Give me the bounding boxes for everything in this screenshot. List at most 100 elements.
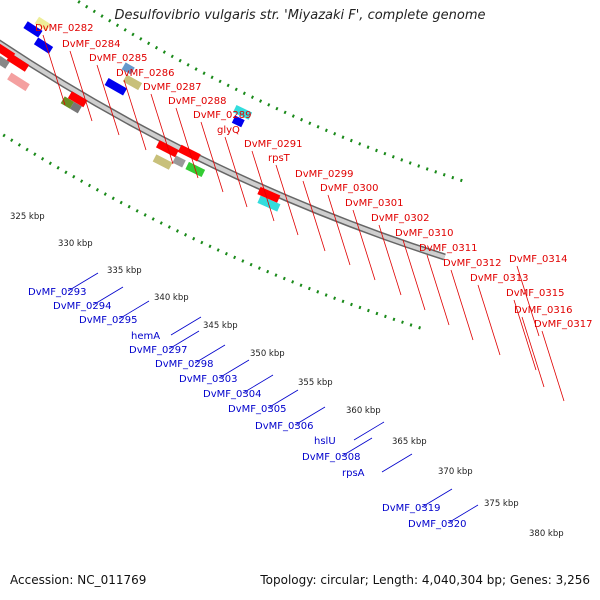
label-leader (381, 453, 413, 473)
gene-label[interactable]: DvMF_0306 (255, 421, 313, 432)
label-leaders (42, 34, 565, 524)
tick-label: 365 kbp (392, 437, 427, 447)
gene-label[interactable]: DvMF_0294 (53, 301, 111, 312)
label-leader (123, 79, 147, 151)
tick-label: 350 kbp (250, 349, 285, 359)
gene-label[interactable]: DvMF_0317 (534, 319, 592, 330)
genome-summary-text: Topology: circular; Length: 4,040,304 bp… (260, 573, 590, 587)
tick-label: 360 kbp (346, 406, 381, 416)
forward-gene-block (155, 140, 179, 158)
label-leader (242, 374, 274, 394)
label-leader (251, 150, 275, 222)
tick-label: 340 kbp (154, 293, 189, 303)
forward-gene-block (67, 91, 88, 108)
label-leader (170, 316, 202, 336)
label-leader (92, 286, 124, 306)
gene-label[interactable]: rpsT (268, 153, 291, 164)
gene-label[interactable]: rpsA (342, 468, 365, 479)
gene-label[interactable]: DvMF_0301 (345, 198, 403, 209)
label-leader (516, 265, 540, 337)
forward-gene-block (177, 144, 201, 162)
label-leader (267, 389, 299, 409)
label-leader (67, 272, 99, 292)
gene-label[interactable]: DvMF_0291 (244, 139, 302, 150)
gene-label[interactable]: hemA (131, 331, 160, 342)
gene-label[interactable]: DvMF_0297 (129, 345, 187, 356)
label-leader (513, 299, 537, 371)
reverse-gene-block (122, 74, 143, 91)
tick-label: 330 kbp (58, 239, 93, 249)
label-leader (378, 224, 402, 296)
gene-label[interactable]: DvMF_0300 (320, 183, 378, 194)
gene-label[interactable]: DvMF_0287 (143, 82, 201, 93)
gene-label[interactable]: DvMF_0298 (155, 359, 213, 370)
gene-label[interactable]: DvMF_0320 (408, 519, 466, 530)
label-leader (426, 254, 450, 326)
label-leader (341, 437, 373, 457)
dotted-rings (0, 0, 469, 330)
label-leader (541, 330, 565, 402)
label-leader (175, 107, 199, 179)
label-leader (200, 121, 224, 193)
label-leader (521, 316, 545, 388)
tick-label: 335 kbp (107, 266, 142, 276)
forward-gene-block (6, 53, 30, 72)
map-title: Desulfovibrio vulgaris str. 'Miyazaki F'… (114, 8, 486, 23)
tick-label: 355 kbp (298, 378, 333, 388)
gene-label[interactable]: DvMF_0282 (35, 23, 93, 34)
gene-label[interactable]: DvMF_0312 (443, 258, 501, 269)
forward-gene-block (0, 56, 10, 69)
gene-label[interactable]: DvMF_0314 (509, 254, 567, 265)
gene-label[interactable]: DvMF_0304 (203, 389, 261, 400)
forward-gene-block (152, 154, 173, 170)
gene-label[interactable]: DvMF_0284 (62, 39, 120, 50)
label-leader (294, 406, 326, 426)
gene-label[interactable]: DvMF_0303 (179, 374, 237, 385)
label-leader (150, 93, 174, 165)
label-leader (402, 239, 426, 311)
gene-label[interactable]: DvMF_0293 (28, 287, 86, 298)
gene-label[interactable]: DvMF_0289 (193, 110, 251, 121)
gene-label[interactable]: DvMF_0316 (514, 305, 572, 316)
label-leader (218, 359, 250, 379)
forward-gene-block (257, 186, 281, 203)
label-leader (450, 269, 474, 341)
genome-backbone (0, 39, 446, 261)
gene-label[interactable]: DvMF_0313 (470, 273, 528, 284)
gene-label[interactable]: glyQ (217, 125, 240, 136)
gene-label[interactable]: DvMF_0299 (295, 169, 353, 180)
label-leader (327, 194, 351, 266)
gene-label[interactable]: DvMF_0305 (228, 404, 286, 415)
gene-label[interactable]: hslU (314, 436, 336, 447)
label-leader (96, 64, 120, 136)
gene-label[interactable]: DvMF_0315 (506, 288, 564, 299)
forward-gene-block (69, 101, 82, 114)
reverse-gene-block (233, 105, 253, 120)
forward-gene-block (172, 155, 186, 168)
reverse-gene-block (121, 62, 135, 75)
tick-label: 375 kbp (484, 499, 519, 509)
gene-label[interactable]: DvMF_0302 (371, 213, 429, 224)
gene-label[interactable]: DvMF_0310 (395, 228, 453, 239)
label-leader (118, 300, 150, 320)
gene-label[interactable]: DvMF_0285 (89, 53, 147, 64)
label-leader (194, 344, 226, 364)
outer-dotted-ring (0, 131, 423, 330)
label-leader (275, 164, 299, 236)
gene-label[interactable]: DvMF_0308 (302, 452, 360, 463)
tick-label: 325 kbp (10, 212, 45, 222)
tick-label: 345 kbp (203, 321, 238, 331)
reverse-gene-block (23, 21, 43, 38)
gene-label[interactable]: DvMF_0319 (382, 503, 440, 514)
reverse-gene-block (33, 37, 54, 54)
reverse-gene-block (231, 115, 245, 128)
reverse-gene-block (34, 16, 51, 32)
gene-label[interactable]: DvMF_0311 (419, 243, 477, 254)
gene-label[interactable]: DvMF_0286 (116, 68, 174, 79)
label-leader (224, 136, 248, 208)
gene-label[interactable]: DvMF_0288 (168, 96, 226, 107)
gene-label[interactable]: DvMF_0295 (79, 315, 137, 326)
tick-label: 380 kbp (529, 529, 564, 539)
forward-gene-block (7, 72, 30, 92)
